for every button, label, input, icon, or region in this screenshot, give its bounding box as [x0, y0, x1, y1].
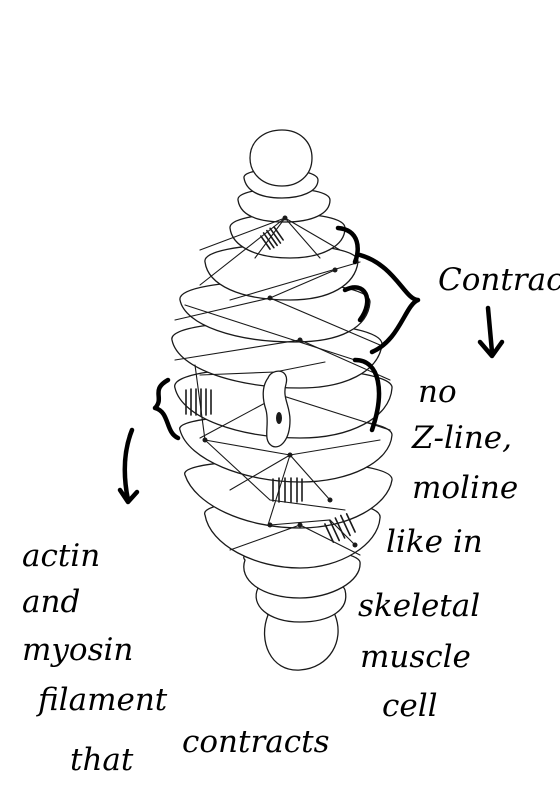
svg-text:Z-line,: Z-line, [411, 420, 512, 456]
filament-bundle [260, 226, 284, 250]
contracts-label: Contracts [438, 262, 560, 298]
nucleus [262, 370, 291, 448]
contracts-arrow [477, 305, 505, 359]
svg-text:and: and [22, 584, 80, 620]
filament-bundle [185, 388, 212, 416]
nucleus-dot [276, 412, 282, 424]
svg-text:contracts: contracts [182, 724, 329, 760]
no-z-line-note: no Z-line, moline like in skeletal muscl… [358, 374, 518, 724]
svg-text:actin: actin [22, 538, 100, 574]
actin-myosin-arrow [117, 427, 140, 505]
contraction-bracket [352, 357, 382, 433]
svg-text:myosin: myosin [22, 632, 133, 668]
contracts-brace [357, 252, 421, 355]
svg-text:skeletal: skeletal [358, 588, 480, 624]
contraction-bracket [342, 285, 370, 323]
svg-text:muscle: muscle [360, 639, 471, 675]
contraction-marks [117, 225, 505, 505]
svg-text:moline: moline [412, 470, 518, 506]
filament-bundle [272, 477, 303, 503]
contraction-bracket [335, 225, 360, 265]
cell-cap [249, 129, 313, 187]
svg-text:cell: cell [382, 688, 438, 724]
filament-bundle [324, 513, 356, 543]
svg-text:that: that [70, 742, 134, 778]
svg-text:filament: filament [36, 682, 168, 718]
svg-text:no: no [418, 374, 457, 410]
contraction-bracket [152, 377, 181, 441]
cell-body [171, 129, 393, 671]
dense-bodies [202, 215, 358, 548]
actin-myosin-note: actin and myosin filament that contracts [22, 538, 329, 778]
svg-text:like in: like in [386, 524, 483, 560]
